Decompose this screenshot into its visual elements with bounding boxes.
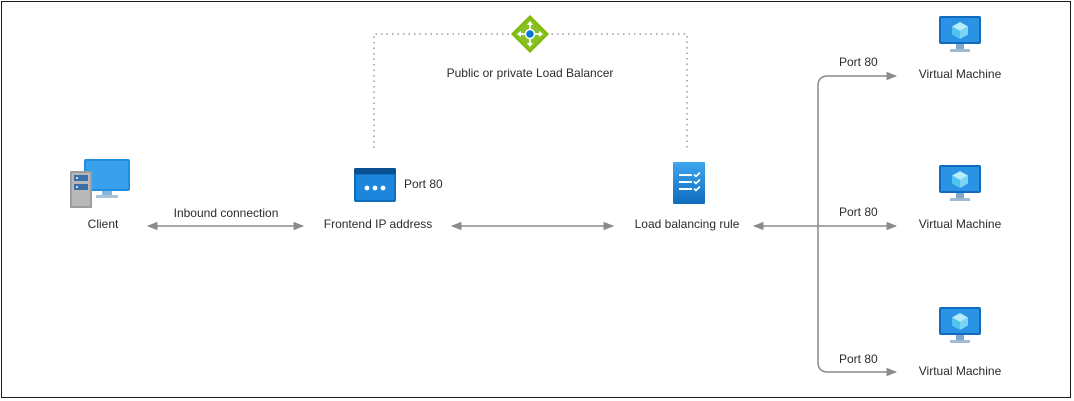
client-computer-icon — [70, 157, 132, 209]
vm-2-label: Virtual Machine — [918, 217, 1002, 231]
virtual-machine-icon — [939, 16, 981, 54]
load-balancer-label: Public or private Load Balancer — [446, 66, 614, 80]
frontend-ip-label: Frontend IP address — [323, 217, 433, 231]
frontend-ip-icon — [354, 168, 396, 202]
vm-2-port-label: Port 80 — [839, 205, 878, 219]
load-balancer-icon — [510, 14, 550, 54]
frontend-port-label: Port 80 — [404, 177, 443, 191]
vm-1-label: Virtual Machine — [918, 67, 1002, 81]
virtual-machine-icon — [939, 307, 981, 345]
vm-3-label: Virtual Machine — [918, 364, 1002, 378]
virtual-machine-icon — [939, 165, 981, 203]
load-balancing-rule-label: Load balancing rule — [634, 217, 740, 231]
vm-1-port-label: Port 80 — [839, 55, 878, 69]
rules-list-icon — [673, 162, 705, 204]
inbound-connection-label: Inbound connection — [173, 206, 279, 220]
rule-to-vm-1-arrow — [817, 71, 898, 226]
rule-to-vm-3-arrow — [817, 226, 898, 377]
client-label: Client — [87, 217, 119, 231]
vm-3-port-label: Port 80 — [839, 352, 878, 366]
